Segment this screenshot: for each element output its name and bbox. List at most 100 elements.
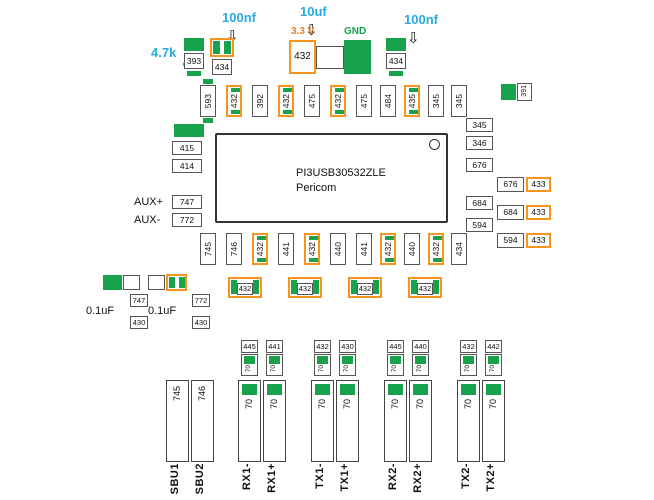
series-cap-value: 432 <box>460 340 477 353</box>
component-bottom-left-body <box>123 275 140 290</box>
pad-c434-right-top <box>386 38 406 51</box>
pad-net-415: 415 <box>172 141 202 155</box>
component-net-432: 432 <box>278 85 294 117</box>
annotation-4-7k: 4.7k <box>151 45 177 60</box>
connector-pad-green <box>486 384 501 395</box>
pin1-marker-icon <box>429 139 440 150</box>
connector-pad-tx2-plus <box>482 380 505 462</box>
component-net-345: 345 <box>428 85 444 117</box>
coupling-cap-pad <box>351 280 357 294</box>
coupling-cap-pad <box>231 280 237 294</box>
resistor-value-433: 433 <box>526 233 551 248</box>
component-net-392: 392 <box>252 85 268 117</box>
series-cap-net: 70 <box>245 365 252 373</box>
component-net-441: 441 <box>356 233 372 265</box>
component-net-345: 345 <box>451 85 467 117</box>
coupling-cap-pad <box>373 280 379 294</box>
pad-r393-top <box>184 38 204 51</box>
net-label: 432 <box>306 241 317 257</box>
component-c434-left-label: 434 <box>212 59 232 75</box>
pad-far-right <box>501 84 516 100</box>
pad-net-414: 414 <box>172 159 202 173</box>
label-3v3-rail: 3.3 V <box>291 26 315 37</box>
aux-cap1-bottom-net: 430 <box>130 316 148 329</box>
port-label-rx2-minus: RX2- <box>387 463 399 491</box>
net-label: 432 <box>254 241 265 257</box>
series-cap-net: 70 <box>270 365 277 373</box>
series-cap-value: 430 <box>339 340 356 353</box>
pad-net-772: 772 <box>172 213 202 227</box>
net-label: 432 <box>332 93 343 109</box>
component-r393-label: 393 <box>184 53 204 69</box>
connector-pad-net: 70 <box>317 399 327 410</box>
series-cap-net: 70 <box>416 365 423 373</box>
net-label: 441 <box>358 241 369 257</box>
arrow-down-icon-right: ⇩ <box>407 30 420 47</box>
series-cap-value: 445 <box>241 340 258 353</box>
coupling-cap-net: 432 <box>237 283 253 295</box>
component-net-432: 432 <box>252 233 268 265</box>
connector-pad-sbu2 <box>191 380 214 462</box>
net-label: 432 <box>430 241 441 257</box>
component-net-432: 432 <box>226 85 242 117</box>
series-cap-value: 445 <box>387 340 404 353</box>
port-label-sbu2: SBU2 <box>194 463 206 495</box>
aux-cap2-bottom-net: 430 <box>192 316 210 329</box>
series-cap-net: 70 <box>318 365 325 373</box>
port-label-sbu1: SBU1 <box>169 463 181 495</box>
connector-pad-green <box>388 384 403 395</box>
coupling-cap-pad <box>433 280 439 294</box>
connector-pad-net: 70 <box>342 399 352 410</box>
resistor-net-684: 684 <box>497 205 524 220</box>
connector-pad-net: 745 <box>172 386 182 402</box>
connector-pad-net: 70 <box>415 399 425 410</box>
connector-pad-green <box>267 384 282 395</box>
port-label-tx2-minus: TX2- <box>460 463 472 489</box>
pad-c434-left-b <box>224 41 231 54</box>
net-label: 432 <box>228 93 239 109</box>
component-far-right-body <box>517 83 532 101</box>
port-label-tx1-minus: TX1- <box>314 463 326 489</box>
port-label-rx1-plus: RX1+ <box>266 463 278 493</box>
pad-593-top <box>203 79 213 84</box>
series-cap-pad <box>269 356 280 364</box>
connector-pad-sbu1 <box>166 380 189 462</box>
connector-pad-green <box>315 384 330 395</box>
connector-pad-tx1-minus <box>311 380 334 462</box>
pad-net-346: 346 <box>466 136 493 150</box>
connector-pad-rx1-plus <box>263 380 286 462</box>
cap-10uf-net-box: 432 <box>289 40 316 74</box>
net-label: 435 <box>406 93 417 109</box>
net-label: 745 <box>202 241 213 257</box>
series-cap-value: 440 <box>412 340 429 353</box>
net-far-right: 391 <box>521 85 528 97</box>
net-label: 345 <box>453 93 464 109</box>
label-aux-minus: AUX- <box>134 214 161 226</box>
coupling-cap-pad <box>291 280 297 294</box>
connector-pad-tx2-minus <box>457 380 480 462</box>
cap-10uf-gnd-pad <box>344 40 371 74</box>
connector-pad-green <box>242 384 257 395</box>
component-net-745: 745 <box>200 233 216 265</box>
net-label: 432 <box>382 241 393 257</box>
port-label-rx2-plus: RX2+ <box>412 463 424 493</box>
series-cap-net: 70 <box>391 365 398 373</box>
connector-pad-green <box>461 384 476 395</box>
component-net-593: 593 <box>200 85 216 117</box>
connector-pad-green <box>340 384 355 395</box>
series-cap-pad <box>390 356 401 364</box>
component-net-746: 746 <box>226 233 242 265</box>
net-label: 475 <box>358 93 369 109</box>
connector-pad-rx2-minus <box>384 380 407 462</box>
series-cap-pad <box>317 356 328 364</box>
series-cap-pad <box>342 356 353 364</box>
connector-pad-net: 70 <box>488 399 498 410</box>
pad-c434-right-bottom <box>389 71 403 76</box>
resistor-net-594: 594 <box>497 233 524 248</box>
component-net-435: 435 <box>404 85 420 117</box>
resistor-net-676: 676 <box>497 177 524 192</box>
component-net-440: 440 <box>404 233 420 265</box>
pad-net-684: 684 <box>466 196 493 210</box>
net-label: 434 <box>453 241 464 257</box>
